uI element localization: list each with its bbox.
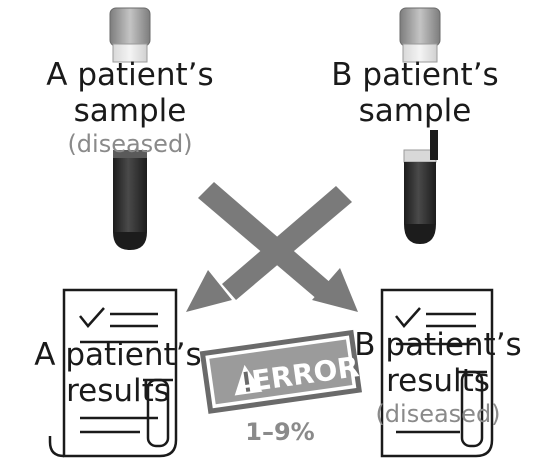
results-document-b <box>380 288 494 458</box>
arrow-to-a-results <box>186 186 352 312</box>
arrow-to-b-results <box>198 182 358 312</box>
sample-a-patient: A patient’s <box>46 57 214 93</box>
sample-b-word: sample <box>358 92 472 129</box>
sample-b-patient: B patient’s <box>331 57 499 93</box>
sample-a-note: (diseased) <box>67 130 193 159</box>
results-b-word: results <box>386 362 490 399</box>
sample-a-word: sample <box>73 92 187 129</box>
sample-label-b: B patient’s sample <box>300 57 530 129</box>
warning-icon <box>234 364 263 396</box>
results-a-word: results <box>66 372 170 409</box>
results-b-note: (diseased) <box>375 400 501 429</box>
results-label-b: B patient’s results (diseased) <box>338 327 538 429</box>
sample-tube-b <box>399 7 441 244</box>
swap-arrows <box>186 182 358 312</box>
results-b-patient: B patient’s <box>354 327 522 363</box>
error-rate: 1–9% <box>245 418 315 446</box>
error-stamp: ERROR <box>199 329 362 414</box>
results-a-patient: A patient’s <box>34 337 202 373</box>
results-document-a <box>48 288 178 458</box>
results-label-a: A patient’s results <box>18 337 218 409</box>
sample-label-a: A patient’s sample (diseased) <box>20 57 240 159</box>
sample-tube-a <box>109 7 151 250</box>
